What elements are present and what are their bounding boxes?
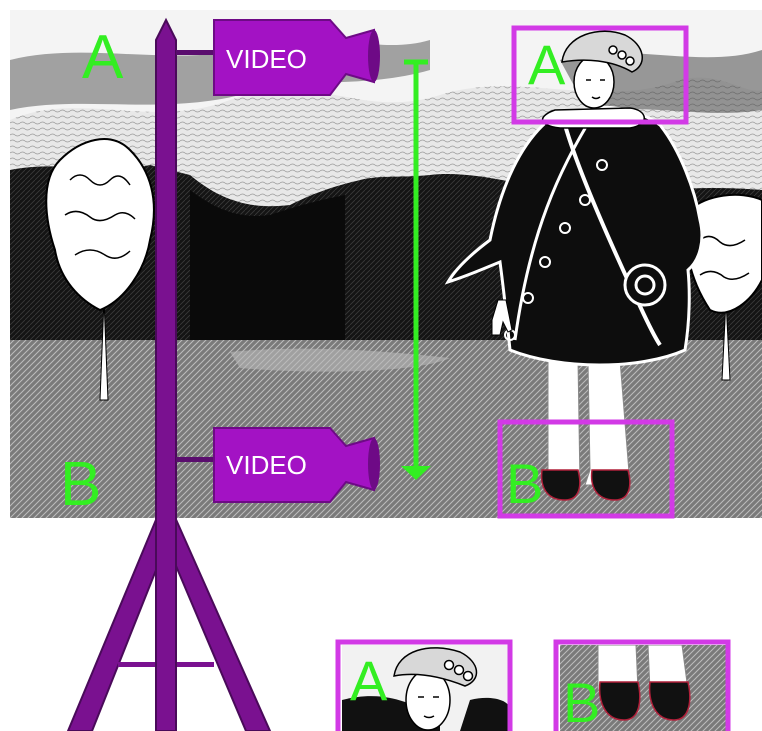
crop-view-head: A	[335, 639, 513, 731]
coat-seam	[563, 124, 662, 347]
feet-frame	[497, 419, 675, 519]
right-boot	[590, 469, 631, 501]
tripod-leg-left	[66, 512, 170, 731]
crop-head-label: A	[350, 649, 388, 712]
pole	[155, 17, 177, 731]
pole-label-b: B	[60, 450, 101, 519]
camera-arm-bottom	[176, 457, 214, 462]
crop-feet-label: B	[563, 671, 600, 731]
camera-tripod	[66, 17, 272, 731]
birch-tree-left	[45, 138, 155, 401]
meadow-highlight	[230, 348, 450, 372]
video-camera-top: VIDEO	[213, 19, 380, 96]
pole-label-a: A	[82, 23, 124, 92]
tripod-leg-right	[163, 512, 272, 731]
head-frame-label: A	[528, 33, 566, 96]
coat-opening	[513, 119, 592, 341]
hand	[491, 299, 513, 336]
crop-feet-frame	[553, 639, 731, 731]
video-camera-bottom: VIDEO	[213, 427, 380, 503]
height-arrow	[401, 59, 431, 480]
coat-buttons	[504, 159, 608, 341]
crop-head-frame	[335, 639, 513, 731]
head-frame	[511, 25, 689, 125]
feet-frame-label: B	[506, 452, 543, 515]
camera-label-bottom: VIDEO	[226, 450, 307, 480]
bag	[623, 263, 667, 307]
forest-dark	[190, 190, 345, 350]
crop-view-feet: B	[553, 639, 731, 731]
left-boot	[540, 469, 581, 501]
camera-arm-top	[176, 50, 214, 55]
camera-label-top: VIDEO	[226, 44, 307, 74]
meadow	[10, 340, 762, 518]
